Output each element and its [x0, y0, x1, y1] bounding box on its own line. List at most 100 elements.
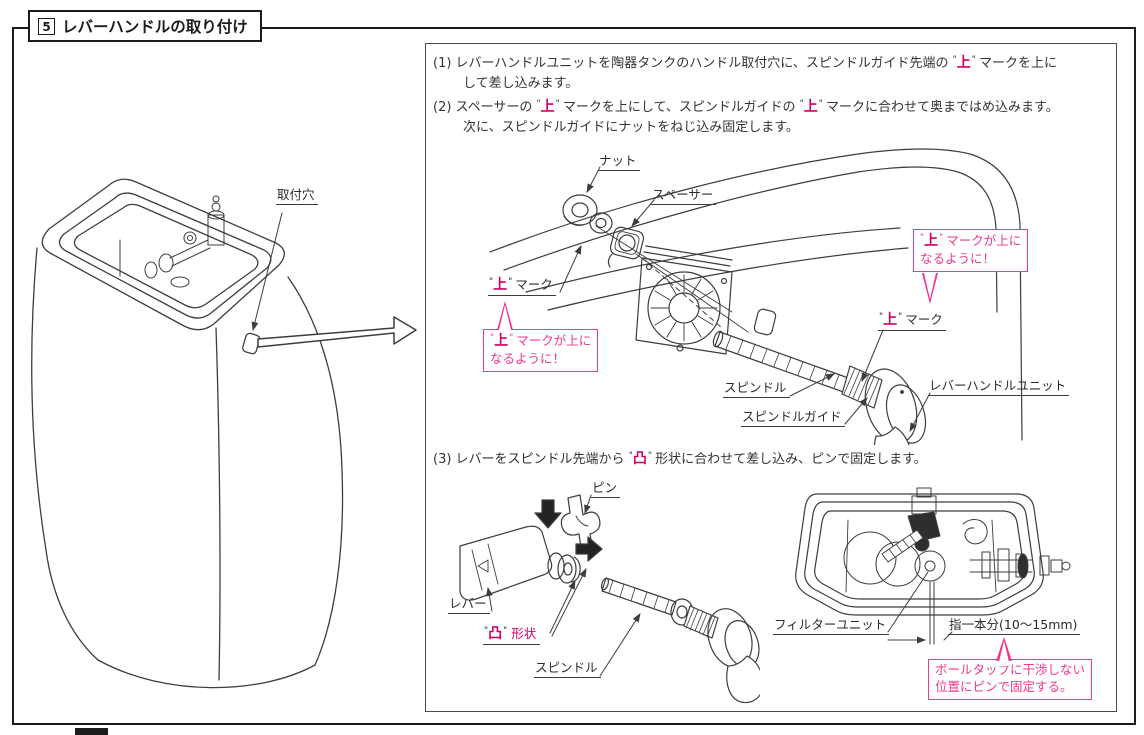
- quote-mark: ": [484, 626, 488, 636]
- quote-mark: ": [818, 99, 823, 109]
- label-text: 取付穴: [277, 187, 315, 202]
- deko-mark-text: 凸: [632, 451, 647, 467]
- tank-internal-valve: [119, 195, 225, 288]
- quote-mark: ": [971, 55, 976, 65]
- quote-mark: ": [508, 277, 512, 287]
- callout-line2: なるように！: [490, 351, 591, 368]
- lever-part: [459, 525, 581, 601]
- label-text: スピンドル: [535, 660, 598, 675]
- callout-text: マークが上に: [942, 233, 1022, 248]
- label-text: レバーハンドルユニット: [929, 378, 1067, 393]
- section-number-badge: 5: [38, 17, 55, 35]
- step3-line1: (3) レバーをスピンドル先端から "凸" 形状に合わせて差し込み、ピンで固定し…: [433, 446, 927, 470]
- spacer-part: [607, 226, 645, 268]
- callout-text: 位置にピンで固定する。: [935, 678, 1073, 694]
- quote-mark: ": [920, 233, 924, 243]
- text-segment: マークを上に: [974, 56, 1058, 71]
- text-segment: 次に、スピンドルガイドにナットをねじ込み固定します。: [463, 120, 799, 135]
- label-text: ピン: [592, 480, 618, 495]
- label-pin: ピン: [591, 477, 621, 498]
- text-segment: して差し込みます。: [463, 76, 579, 91]
- label-spindle-guide: スピンドルガイド: [741, 406, 845, 427]
- lever-pin-illustration: [459, 494, 760, 704]
- tank-overview-illustration: [31, 178, 417, 689]
- callout-tail-icon: [996, 637, 1012, 666]
- step1-line1: (1) レバーハンドルユニットを陶器タンクのハンドル取付穴に、スピンドルガイド先…: [433, 50, 1059, 74]
- label-spindle-2: スピンドル: [534, 657, 601, 678]
- callout-line1: "上" マークが上に: [920, 232, 1021, 251]
- label-lever-handle-unit: レバーハンドルユニット: [928, 375, 1070, 396]
- callout-up-mark-right: "上" マークが上に なるように！: [913, 229, 1029, 272]
- label-mounting-hole: 取付穴: [276, 184, 318, 205]
- quote-mark: ": [509, 333, 513, 343]
- label-deko-shape: "凸" 形状: [483, 623, 541, 645]
- label-spacer: スペーサー: [651, 184, 717, 205]
- quote-mark: ": [879, 312, 883, 322]
- quote-mark: ": [939, 233, 943, 243]
- detail-arrow-icon: [257, 316, 417, 348]
- quote-mark: ": [490, 333, 494, 343]
- label-text: スピンドル: [724, 380, 787, 395]
- label-text: ナット: [599, 153, 637, 168]
- footer-page-tab: [75, 728, 108, 735]
- label-lever: レバー: [448, 593, 490, 614]
- label-up-mark-left: "上" マーク: [488, 274, 556, 296]
- callout-line2: 位置にピンで固定する。: [935, 679, 1085, 696]
- label-finger-width: 指一本分(10〜15mm): [948, 614, 1081, 635]
- tank-flange: [635, 245, 733, 355]
- up-mark-text: 上: [493, 277, 508, 293]
- up-mark-text: 上: [494, 333, 509, 349]
- label-nut: ナット: [598, 150, 640, 171]
- page-frame: [12, 27, 1136, 725]
- quote-mark: ": [952, 55, 957, 65]
- instructions-steps-1-2: (1) レバーハンドルユニットを陶器タンクのハンドル取付穴に、スピンドルガイド先…: [433, 50, 1059, 138]
- quote-mark: ": [628, 451, 633, 461]
- quote-mark: ": [647, 451, 652, 461]
- label-text: レバー: [449, 596, 487, 611]
- quote-mark: ": [555, 99, 560, 109]
- section-title: レバーハンドルの取り付け: [62, 18, 248, 36]
- spindle-assembly: [600, 577, 760, 704]
- label-up-mark-right: "上" マーク: [878, 309, 946, 331]
- text-segment: マークを上にして、スピンドルガイドの: [558, 100, 800, 115]
- text-segment: (1) レバーハンドルユニットを陶器タンクのハンドル取付穴に、スピンドルガイド先…: [433, 56, 953, 71]
- label-text: フィルターユニット: [774, 617, 887, 632]
- label-text: 形状: [507, 626, 537, 641]
- text-segment: (3) レバーをスピンドル先端から: [433, 452, 629, 467]
- label-text: スペーサー: [652, 187, 714, 202]
- callout-up-mark-left: "上" マークが上に なるように！: [483, 329, 599, 372]
- callout-line1: "上" マークが上に: [490, 332, 591, 351]
- text-segment: (2) スペーサーの: [433, 100, 537, 115]
- callout-text: なるように！: [490, 350, 566, 366]
- callout-text: マークが上に: [512, 333, 592, 348]
- callout-tail-icon: [922, 273, 938, 304]
- instructions-step-3: (3) レバーをスピンドル先端から "凸" 形状に合わせて差し込み、ピンで固定し…: [433, 446, 927, 470]
- tank-topview-mechanism: [843, 487, 1071, 587]
- callout-tail-icon: [497, 301, 513, 330]
- label-filter-unit: フィルターユニット: [773, 614, 890, 635]
- step1-line2: して差し込みます。: [433, 74, 1059, 94]
- quote-mark: ": [898, 312, 902, 322]
- press-down-arrow-icon: [534, 499, 562, 529]
- handle-wall-hole: [753, 308, 777, 336]
- quote-mark: ": [536, 99, 541, 109]
- label-spindle: スピンドル: [723, 377, 790, 398]
- label-text: 指一本分(10〜15mm): [949, 617, 1078, 632]
- lever-handle-unit-part: [864, 368, 927, 445]
- quote-mark: ": [503, 626, 507, 636]
- section-title-box: 5 レバーハンドルの取り付け: [28, 10, 262, 42]
- up-mark-text: 上: [803, 99, 818, 115]
- callout-line2: なるように！: [920, 251, 1021, 268]
- spindle-guide-part: [841, 365, 883, 409]
- up-mark-text: 上: [540, 99, 555, 115]
- nut-part: [562, 194, 613, 234]
- step2-line1: (2) スペーサーの "上" マークを上にして、スピンドルガイドの "上" マー…: [433, 94, 1059, 118]
- callout-text: なるように！: [920, 250, 996, 266]
- callout-balltap-note: ボールタップに干渉しない 位置にピンで固定する。: [928, 659, 1093, 700]
- up-mark-text: 上: [883, 312, 898, 328]
- quote-mark: ": [489, 277, 493, 287]
- callout-text: ボールタップに干渉しない: [935, 662, 1086, 677]
- label-text: マーク: [901, 312, 943, 327]
- insert-right-arrow-icon: [575, 536, 603, 562]
- text-segment: 形状に合わせて差し込み、ピンで固定します。: [650, 452, 927, 467]
